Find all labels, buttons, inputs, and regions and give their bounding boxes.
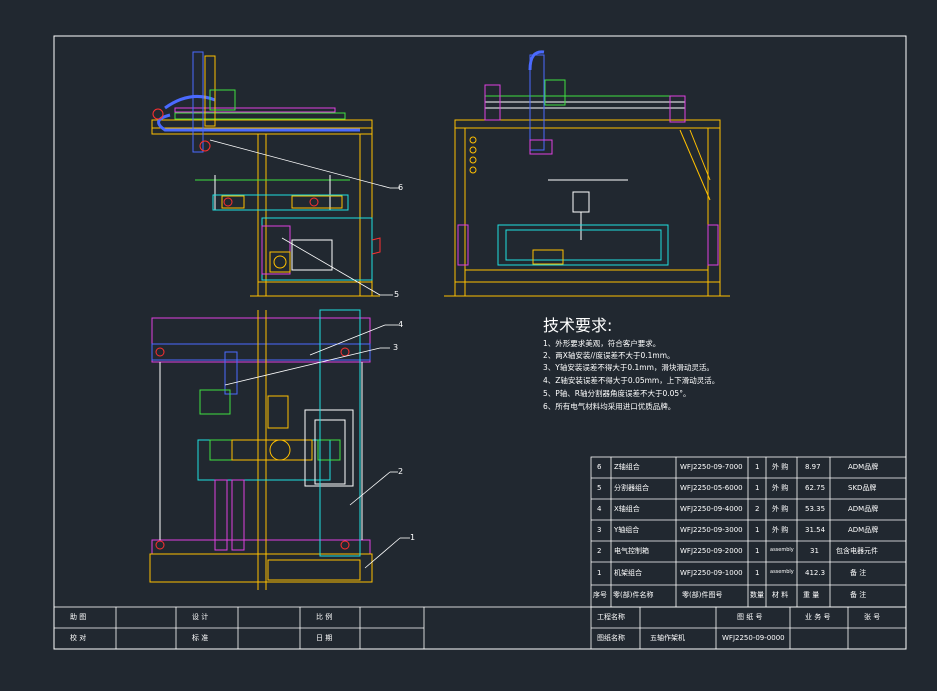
bom-part-name: 分割器组合 (614, 484, 649, 492)
bom-header-name: 零(部)件名称 (613, 591, 654, 599)
bom-note: ADM品牌 (848, 505, 879, 513)
tech-requirement-item: 5、P轴、R轴分割器角度误差不大于0.05°。 (543, 389, 691, 398)
title-label-scale: 比 例 (316, 613, 333, 621)
bom-no: 3 (597, 526, 602, 534)
bom-weight: 53.35 (805, 505, 826, 513)
bom-weight: 62.75 (805, 484, 826, 492)
bom-material: 外 购 (772, 526, 789, 534)
bom-part-name: 电气控制箱 (614, 547, 649, 555)
bom-no: 2 (597, 547, 602, 555)
bom-part-code: WFJ2250-09-7000 (680, 463, 743, 471)
bom-material: assembly (770, 547, 794, 553)
bom-part-name: Z轴组合 (614, 463, 640, 471)
bom-header-qty: 数量 (750, 591, 764, 599)
bom-note: 包含电器元件 (836, 547, 878, 555)
title-label-standard: 标 准 (192, 634, 209, 642)
bom-qty: 2 (755, 505, 760, 513)
bom-no: 5 (597, 484, 602, 492)
bom-qty: 1 (755, 526, 760, 534)
tech-requirement-item: 2、两X轴安装//度误差不大于0.1mm。 (543, 351, 675, 360)
bom-header-note: 备 注 (850, 591, 867, 599)
tech-requirement-item: 3、Y轴安装误差不得大于0.1mm，滑块滑动灵活。 (543, 363, 714, 372)
bom-weight: 31 (810, 547, 819, 555)
callout-number: 3 (393, 343, 399, 352)
bom-material: 外 购 (772, 505, 789, 513)
callout-leaders (209, 139, 410, 569)
bom-no: 4 (597, 505, 602, 513)
bom-qty: 1 (755, 547, 760, 555)
tech-requirement-item: 4、Z轴安装误差不得大于0.05mm，上下滑动灵活。 (543, 376, 720, 385)
tech-requirement-item: 1、外形要求美观，符合客户要求。 (543, 339, 661, 348)
bom-no: 6 (597, 463, 602, 471)
bom-part-name: X轴组合 (614, 505, 640, 513)
bom-part-name: 机架组合 (614, 569, 642, 577)
bom-note: ADM品牌 (848, 463, 879, 471)
bom-qty: 1 (755, 569, 760, 577)
tech-requirements-title: 技术要求: (543, 316, 613, 335)
bom-no: 1 (597, 569, 602, 577)
tech-requirement-item: 6、所有电气材料均采用进口优质品牌。 (543, 402, 676, 411)
bom-part-code: WFJ2250-09-2000 (680, 547, 743, 555)
callout-number: 1 (410, 533, 416, 542)
title-drawing-name: 五轴作架机 (650, 634, 685, 642)
top-view (149, 309, 373, 590)
title-business-no-label: 业 务 号 (805, 613, 831, 621)
title-drawing-code: WFJ2250-09-0000 (722, 634, 785, 642)
bom-qty: 1 (755, 484, 760, 492)
callout-number: 5 (394, 290, 400, 299)
bom-note: 备 注 (850, 569, 867, 577)
bom-qty: 1 (755, 463, 760, 471)
bom-weight: 412.3 (805, 569, 826, 577)
title-label-check: 校 对 (70, 634, 87, 642)
title-project-label: 工程名称 (597, 613, 625, 621)
callout-number: 4 (398, 320, 404, 329)
title-label-date: 日 期 (316, 634, 333, 642)
bom-weight: 8.97 (805, 463, 821, 471)
bom-header-material: 材 料 (772, 591, 789, 599)
bom-part-code: WFJ2250-09-3000 (680, 526, 743, 534)
callout-number: 6 (398, 183, 404, 192)
side-view (444, 50, 730, 297)
callout-number: 2 (398, 467, 404, 476)
title-drawing-no-label: 图 纸 号 (737, 613, 763, 621)
bom-part-name: Y轴组合 (614, 526, 640, 534)
title-label-draft: 助 图 (70, 613, 87, 621)
front-view (151, 51, 381, 297)
bom-weight: 31.54 (805, 526, 826, 534)
title-block (53, 606, 907, 650)
title-drawing-name-label: 图纸名称 (597, 634, 625, 642)
bom-note: ADM品牌 (848, 526, 879, 534)
bom-header-weight: 重 量 (803, 591, 820, 599)
bom-table (590, 456, 907, 608)
bom-part-code: WFJ2250-09-4000 (680, 505, 743, 513)
bom-header-no: 序号 (593, 591, 607, 599)
bom-header-code: 零(部)件图号 (682, 591, 723, 599)
bom-material: assembly (770, 569, 794, 575)
title-page-label: 张 号 (864, 613, 881, 621)
bom-material: 外 购 (772, 463, 789, 471)
bom-material: 外 购 (772, 484, 789, 492)
bom-note: SKD品牌 (848, 484, 877, 492)
title-label-design: 设 计 (192, 613, 209, 621)
bom-part-code: WFJ2250-05-6000 (680, 484, 743, 492)
bom-part-code: WFJ2250-09-1000 (680, 569, 743, 577)
